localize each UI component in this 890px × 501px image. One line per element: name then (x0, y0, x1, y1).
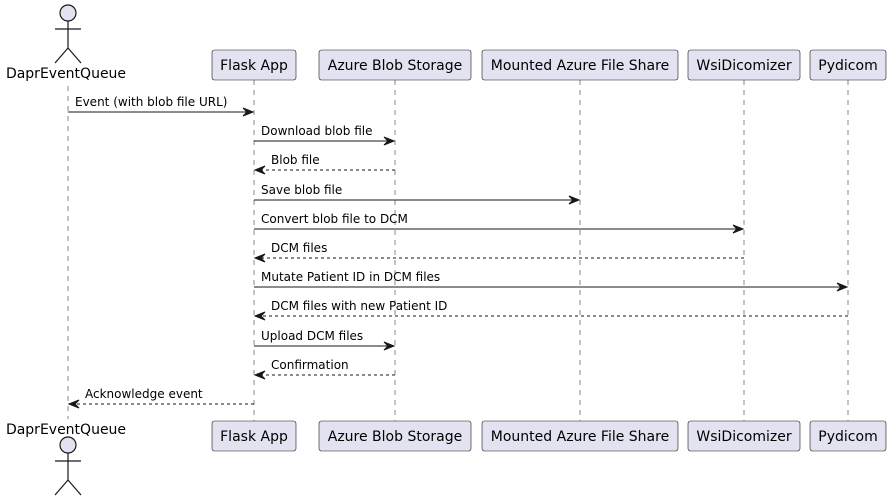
participant-label-wsi-bottom: WsiDicomizer (696, 429, 791, 445)
message-label-3: Blob file (271, 153, 320, 167)
message-arrowhead-5 (732, 224, 745, 234)
participant-box-pydicom-top (809, 49, 887, 81)
actor-label-top: DaprEventQueue (6, 66, 126, 82)
participant-box-blob-top (318, 49, 472, 81)
message-label-11: Acknowledge event (85, 387, 203, 401)
participant-label-wsi-top: WsiDicomizer (696, 58, 791, 74)
participant-label-flask-bottom: Flask App (220, 429, 288, 445)
message-label-9: Upload DCM files (261, 329, 363, 343)
participant-box-flask-top (211, 49, 297, 81)
message-label-8: DCM files with new Patient ID (271, 299, 447, 313)
participant-box-share-bottom (481, 420, 679, 452)
message-arrowhead-4 (568, 195, 581, 205)
participant-box-pydicom-bottom (809, 420, 887, 452)
actor-head-bottom (59, 436, 77, 454)
participant-label-blob-bottom: Azure Blob Storage (328, 429, 462, 445)
participant-box-flask-bottom (211, 420, 297, 452)
message-label-4: Save blob file (261, 183, 342, 197)
actor-legs-top (54, 47, 82, 64)
actor-head-top (59, 4, 77, 22)
message-arrowhead-10 (253, 370, 266, 380)
participant-label-share-bottom: Mounted Azure File Share (491, 429, 669, 445)
participant-box-blob-bottom (318, 420, 472, 452)
message-arrowhead-11 (67, 399, 80, 409)
message-arrowhead-3 (253, 165, 266, 175)
message-label-2: Download blob file (261, 124, 372, 138)
message-label-7: Mutate Patient ID in DCM files (261, 270, 440, 284)
message-arrowhead-7 (836, 282, 849, 292)
participant-label-pydicom-bottom: Pydicom (818, 429, 877, 445)
message-label-1: Event (with blob file URL) (75, 95, 227, 109)
participant-box-wsi-top (687, 49, 801, 81)
message-arrowhead-8 (253, 311, 266, 321)
participant-label-share-top: Mounted Azure File Share (491, 58, 669, 74)
participant-label-flask-top: Flask App (220, 58, 288, 74)
message-label-10: Confirmation (271, 358, 349, 372)
participant-label-pydicom-top: Pydicom (818, 58, 877, 74)
actor-label-bottom: DaprEventQueue (6, 422, 126, 438)
message-label-5: Convert blob file to DCM (261, 212, 408, 226)
participant-box-share-top (481, 49, 679, 81)
message-arrowhead-6 (253, 253, 266, 263)
participant-box-wsi-bottom (687, 420, 801, 452)
message-arrowhead-1 (242, 107, 255, 117)
message-arrowhead-2 (383, 136, 396, 146)
message-label-6: DCM files (271, 241, 327, 255)
participant-label-blob-top: Azure Blob Storage (328, 58, 462, 74)
message-arrowhead-9 (383, 341, 396, 351)
actor-legs-bottom (54, 479, 82, 496)
